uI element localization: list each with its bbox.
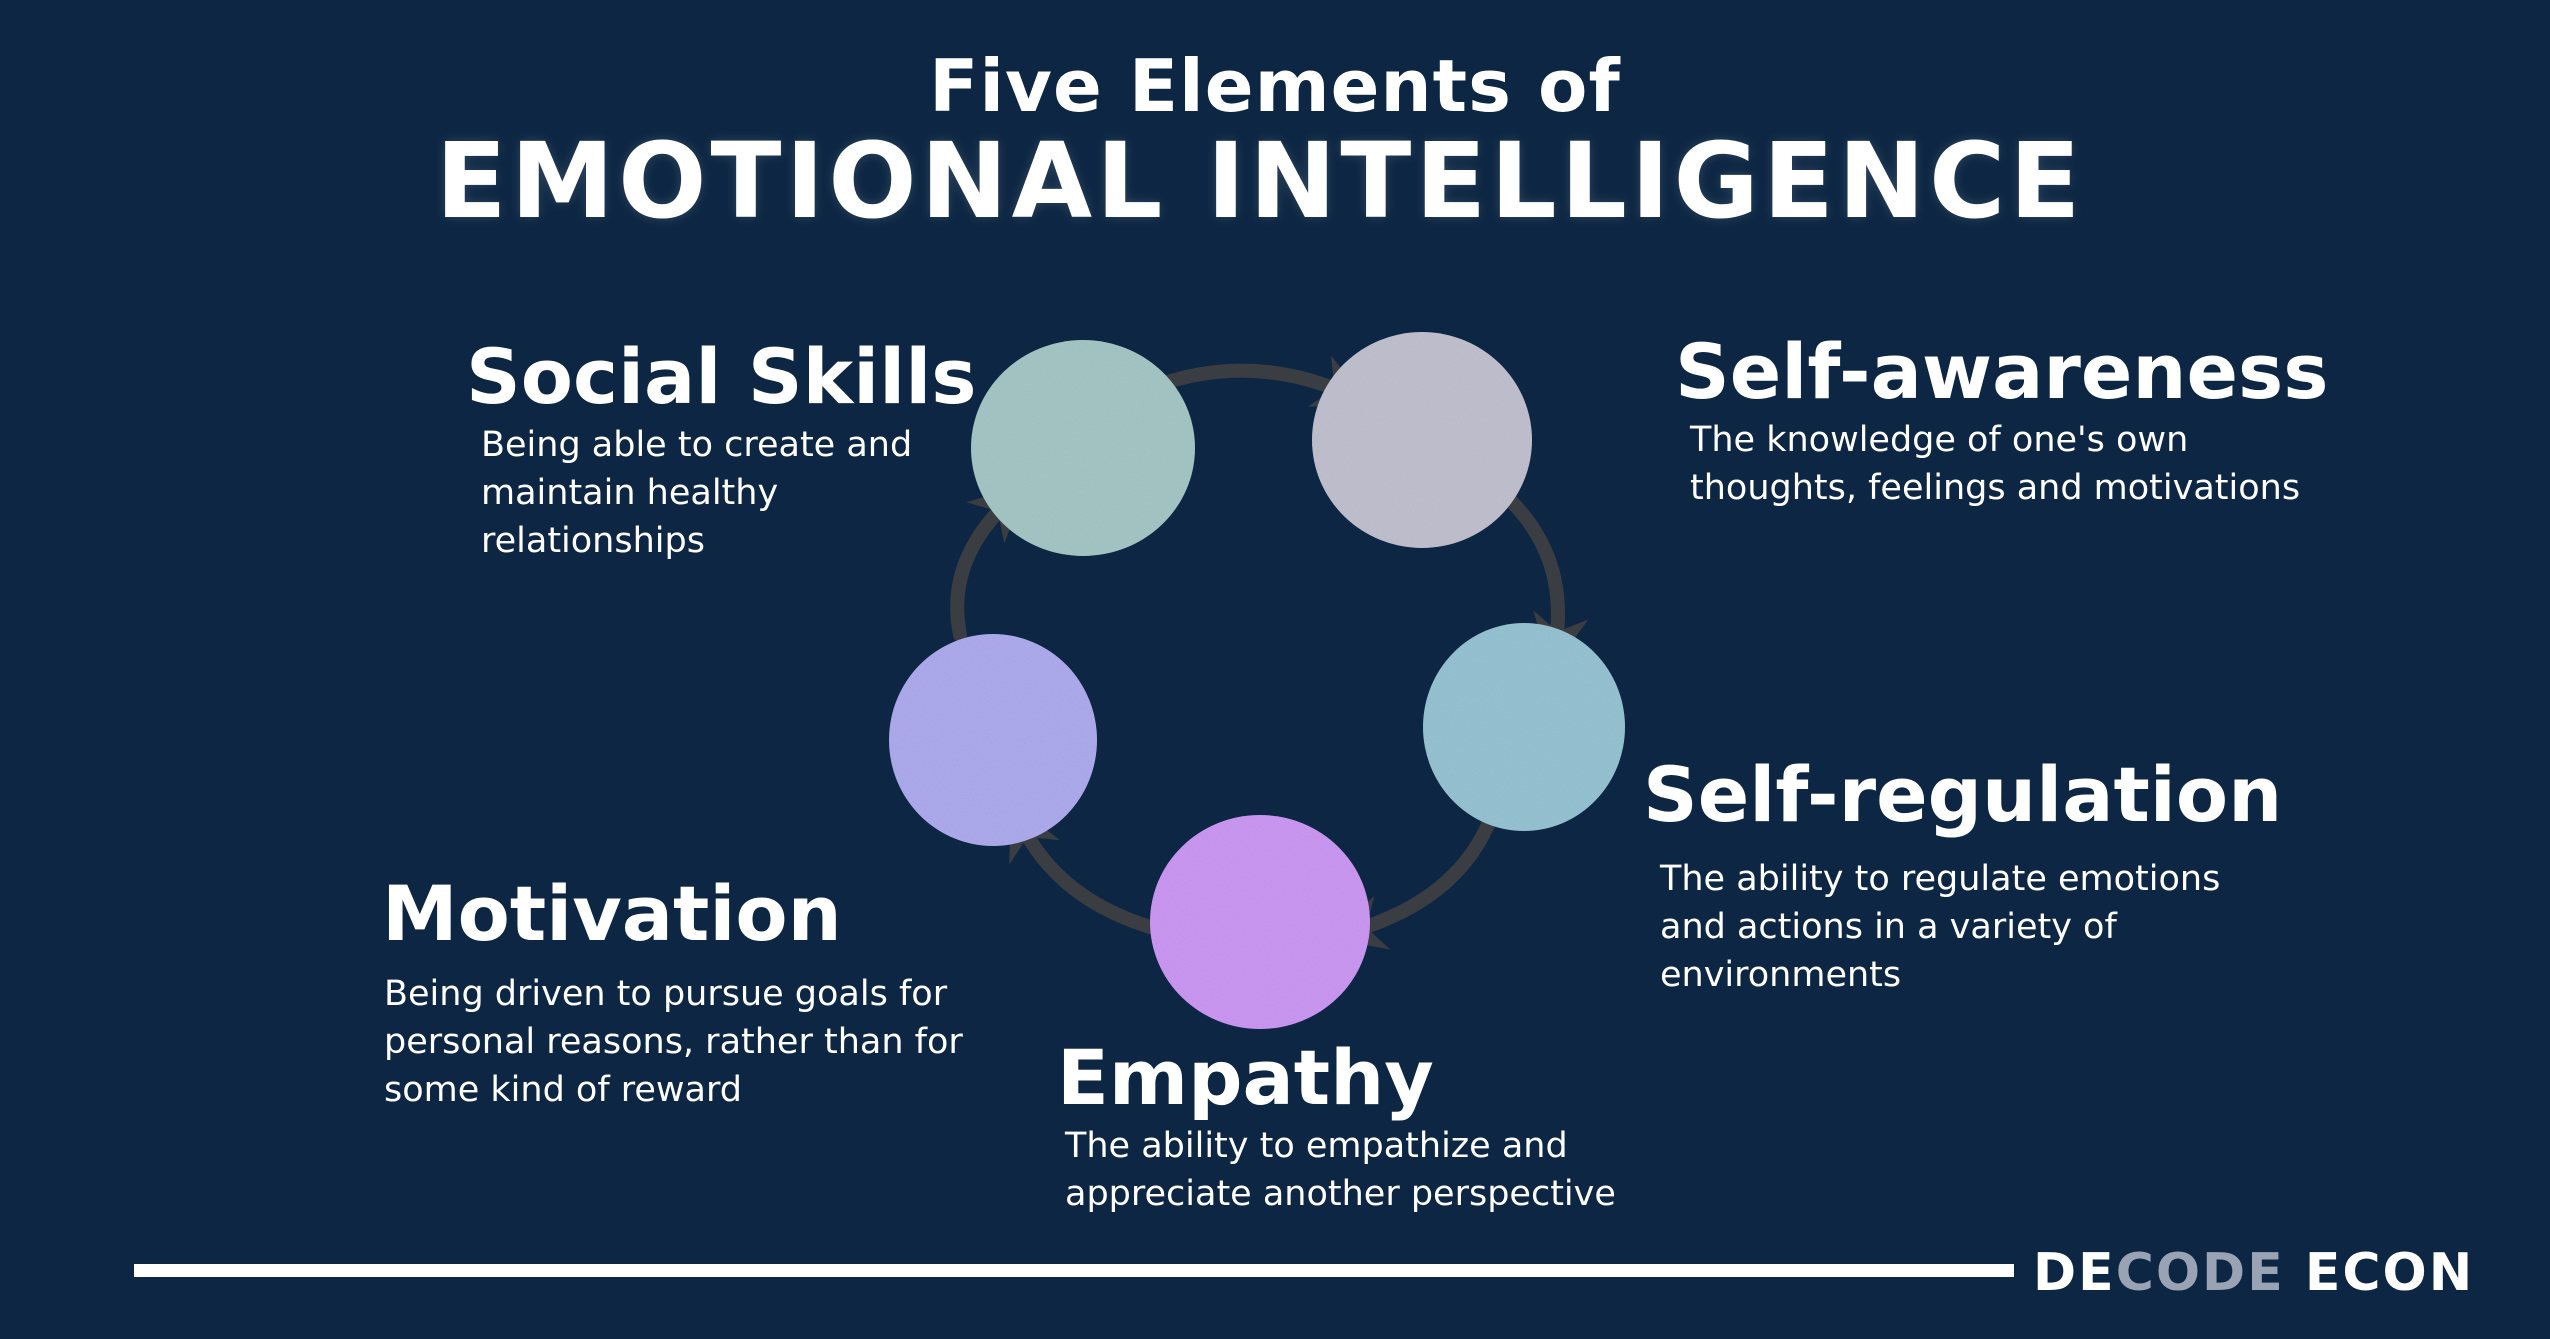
element-self-awareness: Self-awareness The knowledge of one's ow… — [1675, 330, 2329, 512]
title-line-1: Five Elements of — [929, 44, 1621, 128]
element-title: Motivation — [382, 869, 842, 958]
brand-logo: DECODE ECON — [2033, 1243, 2474, 1303]
footer-divider — [134, 1264, 2014, 1277]
element-description: The ability to empathize and appreciate … — [1065, 1125, 1616, 1214]
element-description: Being driven to pursue goals for persona… — [384, 973, 963, 1110]
element-social-skills: Social Skills Being able to create and m… — [466, 335, 977, 565]
brand-part-2: CODE — [2115, 1243, 2285, 1303]
element-title: Social Skills — [466, 332, 977, 421]
element-motivation: Motivation Being driven to pursue goals … — [382, 872, 1004, 1114]
circle-empathy — [1150, 815, 1370, 1029]
element-title: Empathy — [1057, 1033, 1434, 1122]
element-title: Self-regulation — [1643, 750, 2283, 839]
brand-part-3: ECON — [2284, 1243, 2475, 1303]
element-description: The ability to regulate emotions and act… — [1660, 858, 2221, 995]
element-empathy: Empathy The ability to empathize and app… — [1057, 1036, 1685, 1218]
arrow-reg-to-emp — [1328, 808, 1499, 950]
brand-part-1: DE — [2033, 1243, 2116, 1303]
arrow-social-to-aware — [1143, 355, 1371, 407]
circle-motivation — [889, 634, 1097, 846]
circle-self-awareness — [1312, 332, 1532, 548]
circle-self-regulation — [1423, 623, 1625, 831]
title-line-2: EMOTIONAL INTELLIGENCE — [435, 120, 2085, 242]
arrow-aware-to-reg — [1503, 493, 1589, 671]
element-description: Being able to create and maintain health… — [481, 424, 913, 561]
element-self-regulation: Self-regulation The ability to regulate … — [1643, 753, 2282, 999]
circle-social-skills — [971, 340, 1195, 556]
element-description: The knowledge of one's own thoughts, fee… — [1690, 419, 2301, 508]
element-title: Self-awareness — [1675, 327, 2329, 416]
arrow-emp-to-mot — [1009, 801, 1175, 939]
